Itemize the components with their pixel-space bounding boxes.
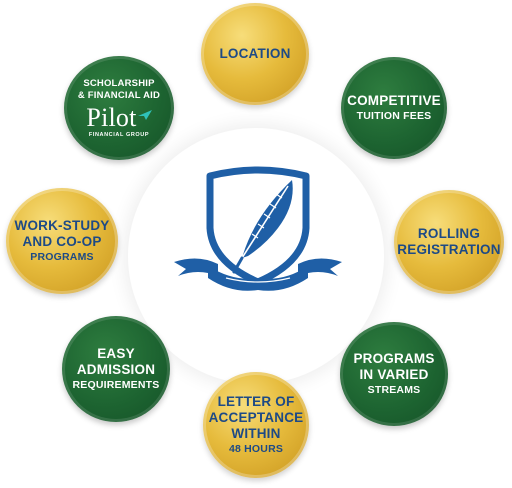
and-co-op-label: AND CO-OP [22, 234, 102, 249]
rolling-label: ROLLING [417, 226, 481, 241]
rolling-registration-circle: ROLLING REGISTRATION [394, 190, 504, 294]
easy-label: EASY [97, 346, 135, 361]
streams-label: STREAMS [367, 384, 421, 396]
easy-admission-circle: EASY ADMISSION REQUIREMENTS [62, 316, 170, 422]
requirements-label: REQUIREMENTS [72, 379, 160, 391]
pilot-brand-text: Pilot [86, 103, 137, 132]
pilot-logo: Pilot [86, 103, 152, 132]
admission-label: ADMISSION [76, 362, 156, 377]
work-study-label: WORK-STUDY [14, 218, 110, 233]
letter-acceptance-circle: LETTER OF ACCEPTANCE WITHIN 48 HOURS [203, 372, 309, 478]
in-varied-label: IN VARIED [359, 367, 429, 382]
48-hours-label: 48 HOURS [228, 443, 284, 455]
competitive-tuition-circle: COMPETITIVE TUITION FEES [341, 57, 447, 159]
programs-label-left: PROGRAMS [30, 251, 94, 263]
competitive-label: COMPETITIVE [347, 93, 441, 108]
acceptance-label: ACCEPTANCE [208, 410, 304, 425]
location-circle: LOCATION [201, 3, 309, 105]
programs-circle: PROGRAMS IN VARIED STREAMS [340, 322, 448, 426]
pilot-sub-label: FINANCIAL GROUP [88, 132, 150, 138]
scholarship-circle: SCHOLARSHIP & FINANCIAL AID Pilot FINANC… [64, 56, 174, 160]
location-label: LOCATION [219, 46, 291, 61]
registration-label: REGISTRATION [397, 242, 501, 257]
quill-shield-crest-icon [174, 166, 342, 291]
financial-aid-label: & FINANCIAL AID [77, 90, 161, 101]
within-label: WITHIN [231, 426, 281, 441]
scholarship-label: SCHOLARSHIP [83, 78, 155, 89]
letter-of-label: LETTER OF [217, 394, 295, 409]
programs-label: PROGRAMS [353, 351, 435, 366]
work-study-circle: WORK-STUDY AND CO-OP PROGRAMS [6, 188, 118, 294]
tuition-fees-label: TUITION FEES [356, 110, 432, 122]
pilot-plane-icon [137, 110, 152, 120]
